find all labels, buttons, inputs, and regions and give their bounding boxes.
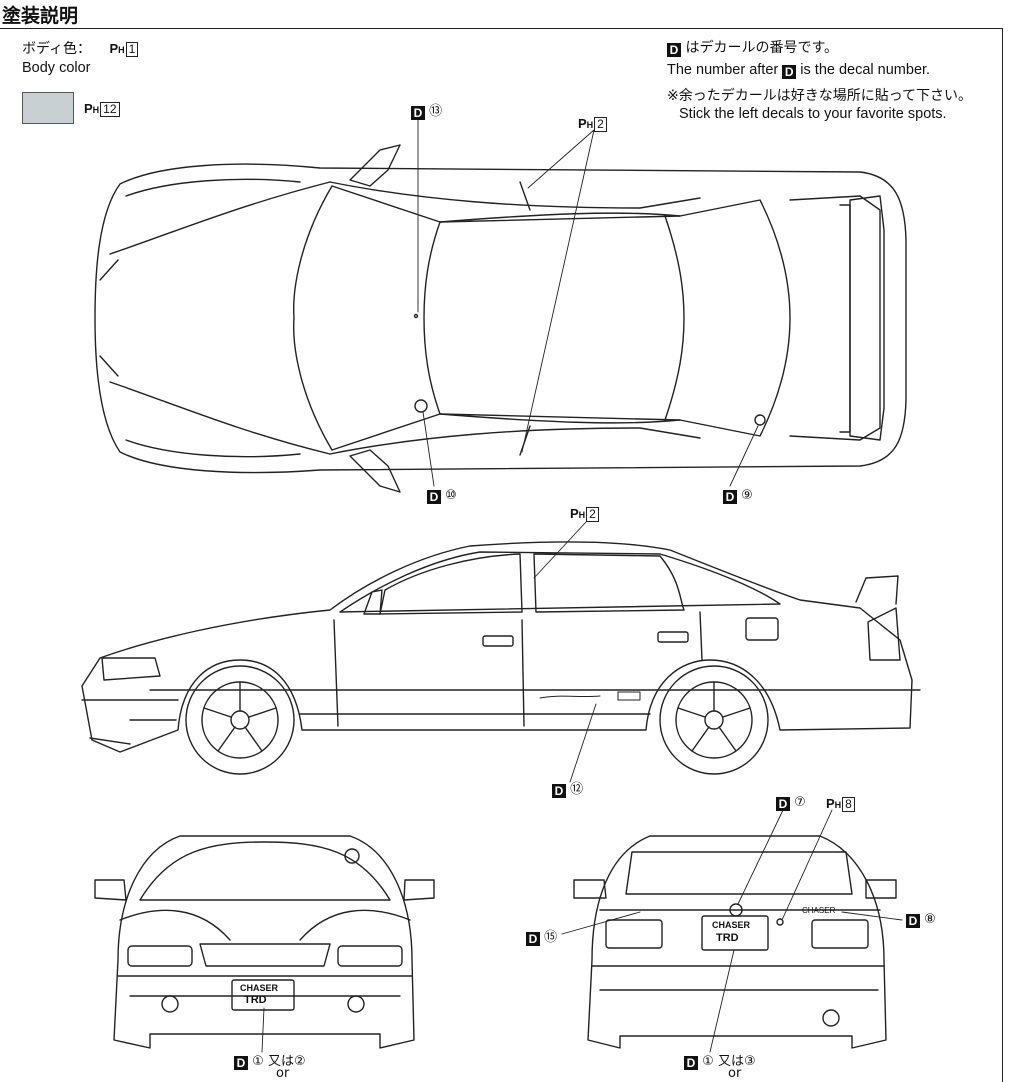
- callout-rear-d8: D ⑧: [906, 912, 936, 928]
- callout-front-d1: D ① 又は②: [234, 1050, 306, 1070]
- decal-note-jp: D はデカールの番号です。: [667, 40, 838, 57]
- rear-view: [574, 836, 896, 1048]
- callout-rear-or: or: [728, 1066, 742, 1081]
- front-plate-line1: CHASER: [240, 983, 279, 993]
- callout-rear-d1: D ① 又は③: [684, 1050, 756, 1070]
- callout-front-or: or: [276, 1066, 290, 1081]
- rear-plate-line1: CHASER: [712, 920, 751, 930]
- rear-plate-line2: TRD: [716, 932, 739, 944]
- decal-key-icon: D: [782, 65, 797, 79]
- body-color-jp-text: ボディ色：: [22, 41, 92, 57]
- decal-note-en: The number after D is the decal number.: [667, 62, 931, 79]
- side-view-leaders: [534, 522, 596, 782]
- paint-number: 1: [125, 42, 139, 57]
- callout-top-d10: D ⑩: [427, 488, 457, 504]
- rear-view-leaders: [562, 808, 902, 1052]
- front-view-leaders: [262, 1008, 264, 1052]
- extra-decals-note-jp: ※余ったデカールは好きな場所に貼って下さい。: [667, 88, 973, 104]
- side-view: [82, 542, 920, 774]
- color-swatch: [22, 92, 74, 124]
- top-view-leaders: [418, 118, 758, 486]
- front-view: [95, 836, 434, 1048]
- extra-decals-note-en: Stick the left decals to your favorite s…: [679, 106, 947, 122]
- decal-key-icon: D: [667, 43, 681, 57]
- callout-top-d9: D ⑨: [723, 488, 753, 504]
- trunk-badge: CHASER: [802, 906, 836, 915]
- body-color-label-en: Body color: [22, 60, 91, 76]
- page-title: 塗装説明: [2, 5, 79, 27]
- diagram-frame: [0, 28, 1003, 1082]
- callout-top-d13: D ⑬: [411, 100, 442, 120]
- callout-rear-d15: D ⑮: [526, 926, 557, 946]
- callout-side-d12: D ⑫: [552, 778, 583, 798]
- title-bar: 塗装説明: [0, 0, 1003, 29]
- top-view: [95, 145, 906, 492]
- callout-rear-d7: D ⑦: [776, 795, 806, 811]
- front-plate-line2: TRD: [244, 994, 267, 1006]
